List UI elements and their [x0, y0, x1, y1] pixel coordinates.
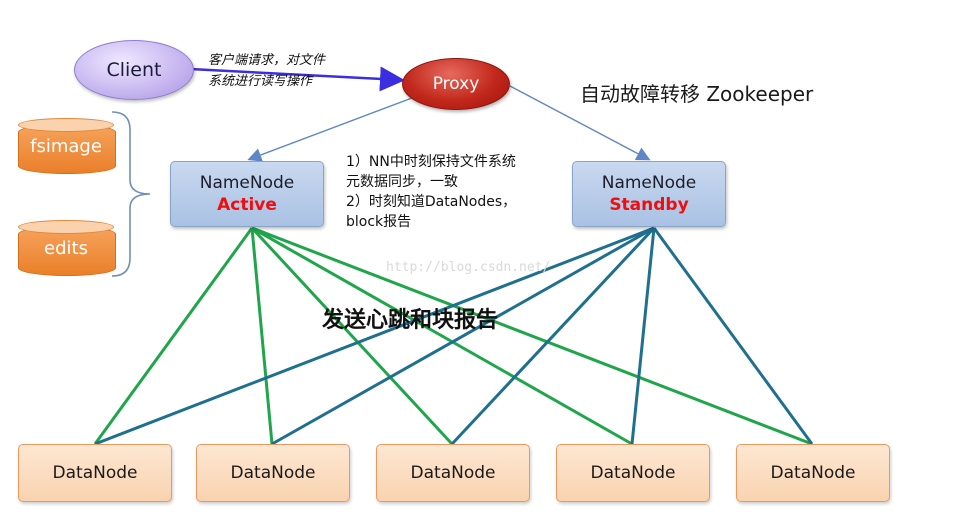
request-note-line1: 客户端请求，对文件 [208, 53, 326, 68]
standby-link-dn2 [271, 226, 655, 446]
active-link-dn4 [251, 226, 633, 446]
namenode-standby: NameNode Standby [572, 161, 726, 227]
heartbeat-label: 发送心跳和块报告 [322, 308, 499, 333]
namenode-note-line3: 2）时刻知道DataNodes， [346, 194, 517, 210]
namenode-note-line1: 1）NN中时刻保持文件系统 [346, 154, 516, 170]
request-note-line2: 系统进行读写操作 [208, 74, 313, 89]
proxy-to-standby-arrow [509, 85, 651, 161]
standby-link-dn1 [94, 226, 655, 446]
namenode-note-line2: 元数据同步，一致 [346, 174, 458, 190]
client-to-proxy-arrow [189, 66, 405, 92]
standby-link-dn5 [652, 227, 814, 445]
datanode-1: DataNode [18, 444, 172, 502]
standby-link-dn3 [450, 226, 656, 446]
active-link-dn1 [93, 227, 254, 445]
edits-cylinder: edits [18, 220, 116, 278]
namenode-active: NameNode Active [170, 161, 324, 227]
namenode-note-line4: block报告 [346, 214, 412, 230]
namenode-note: 1）NN中时刻保持文件系统 元数据同步，一致 2）时刻知道DataNodes， … [346, 152, 516, 232]
namenode-active-title: NameNode [199, 173, 295, 193]
datanode-4: DataNode [556, 444, 710, 502]
datanode-3: DataNode [376, 444, 530, 502]
namenode-standby-title: NameNode [601, 173, 697, 193]
proxy-node: Proxy [402, 58, 510, 110]
request-note: 客户端请求，对文件 系统进行读写操作 [208, 50, 325, 92]
namenode-standby-state: Standby [609, 195, 689, 215]
proxy-to-active-arrow [247, 97, 413, 162]
active-link-dn3 [250, 226, 454, 446]
edits-label: edits [44, 238, 88, 259]
standby-link-dn4 [630, 227, 656, 445]
watermark: http://blog.csdn.net/ [386, 260, 551, 275]
datanode-5: DataNode [736, 444, 890, 502]
storage-bracket [111, 111, 151, 277]
active-link-dn5 [251, 226, 813, 446]
namenode-active-state: Active [217, 195, 277, 215]
proxy-label: Proxy [432, 74, 480, 94]
client-node: Client [74, 40, 194, 100]
fsimage-label: fsimage [30, 136, 102, 157]
fsimage-cylinder: fsimage [18, 118, 116, 176]
datanode-2: DataNode [196, 444, 350, 502]
client-label: Client [106, 59, 162, 81]
active-link-dn2 [250, 227, 274, 445]
zookeeper-label: 自动故障转移 Zookeeper [580, 82, 814, 106]
